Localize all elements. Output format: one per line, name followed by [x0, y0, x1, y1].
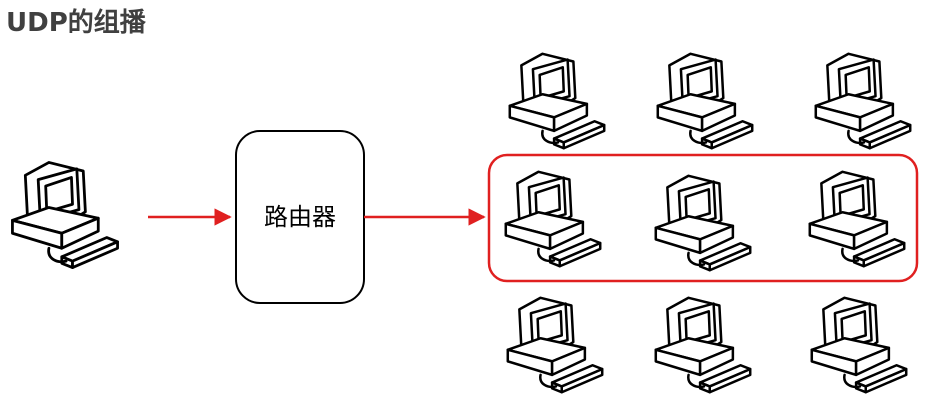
bottom-computer-icon — [810, 296, 908, 394]
page-title: UDP的组播 — [6, 8, 146, 38]
group-computer-icon — [654, 174, 752, 272]
source-computer-icon — [10, 160, 120, 270]
group-computer-icon — [504, 170, 602, 268]
router-label: 路由器 — [264, 203, 336, 231]
group-computer-icon — [808, 170, 906, 268]
multicast-group-box — [487, 153, 919, 283]
bottom-computer-icon — [506, 296, 604, 394]
top-computer-icon — [508, 52, 606, 150]
bottom-computer-icon — [654, 296, 752, 394]
top-computer-icon — [814, 52, 912, 150]
top-computer-icon — [656, 52, 754, 150]
